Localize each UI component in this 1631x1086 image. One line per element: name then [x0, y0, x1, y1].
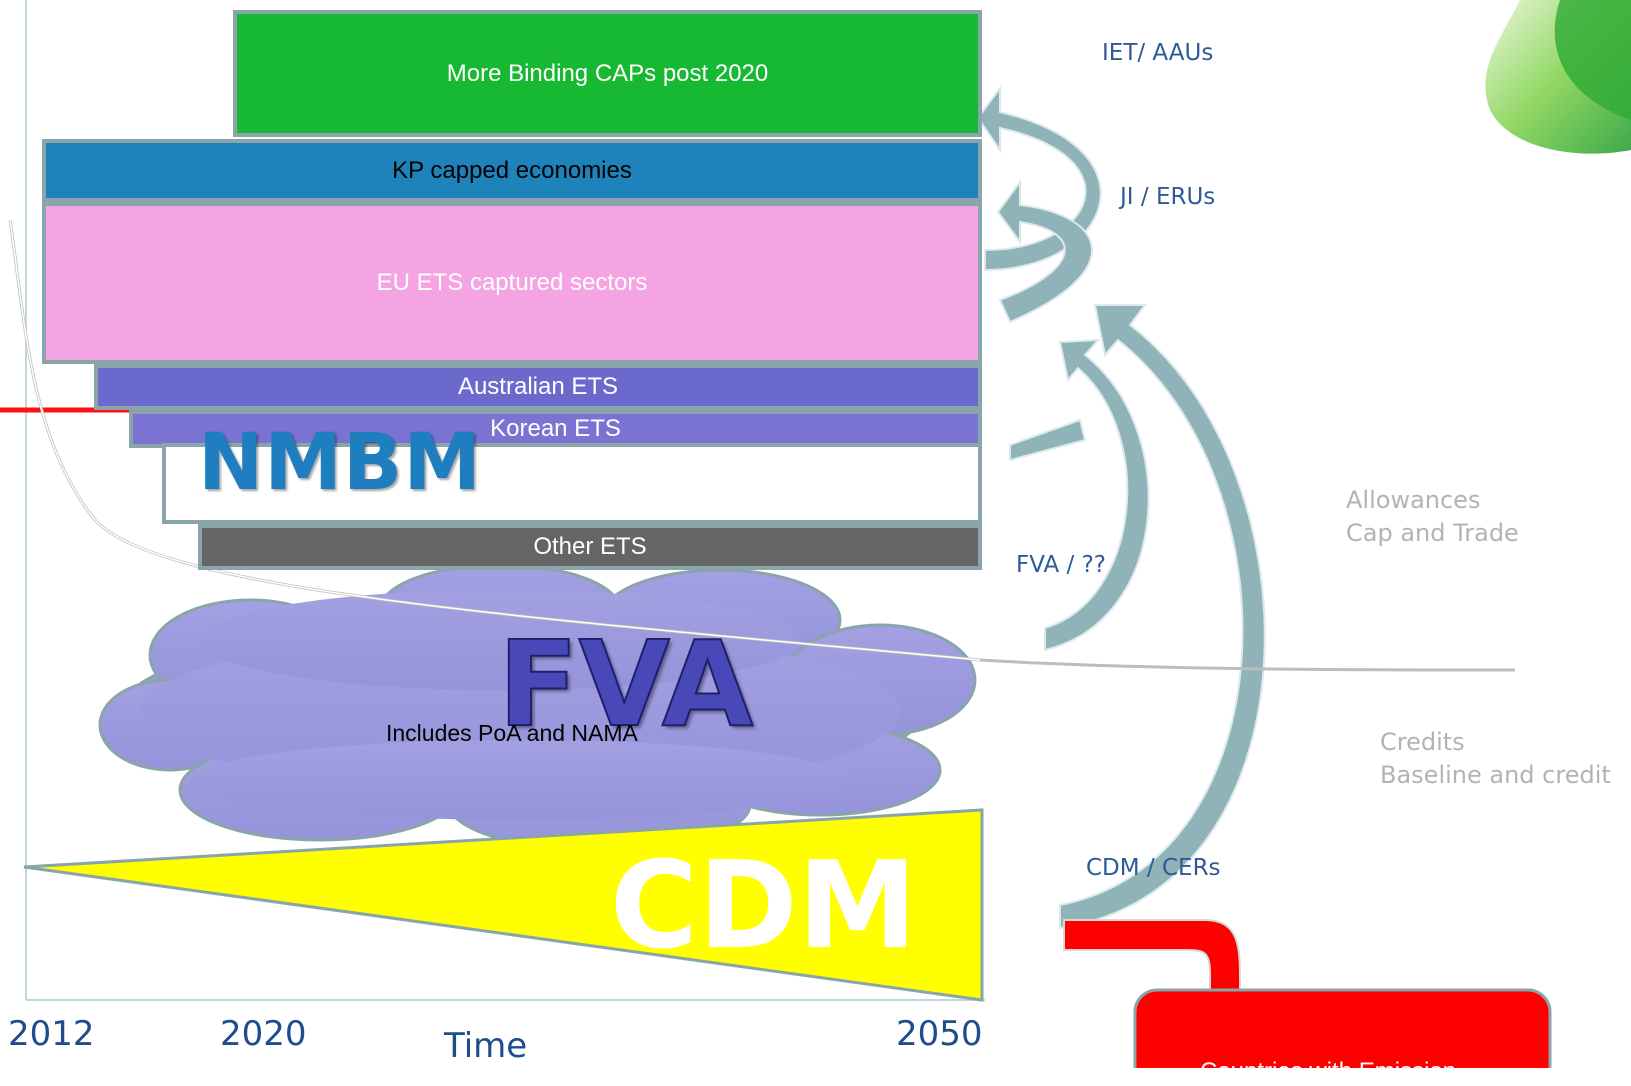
band-kp-capped: KP capped economies [42, 139, 982, 202]
x-tick-2012: 2012 [8, 1014, 95, 1054]
band-other-ets: Other ETS [198, 524, 982, 570]
x-axis-title: Time [444, 1026, 528, 1066]
arrow-fva [1044, 338, 1150, 652]
arrow-low-a [1009, 418, 1087, 462]
fva-cloud [98, 563, 977, 852]
red-box-label: Countries with Emission [1200, 1058, 1457, 1085]
label-fva: FVA / ?? [1016, 552, 1107, 578]
band-nmbm [162, 443, 982, 524]
label-cdm-cers: CDM / CERs [1086, 855, 1221, 881]
band-eu-ets-label: EU ETS captured sectors [376, 269, 648, 296]
band-australian-ets: Australian ETS [94, 364, 982, 410]
cdm-wedge-label: CDM [610, 837, 918, 976]
cdm-wedge [23, 808, 984, 1002]
x-tick-2050: 2050 [896, 1014, 983, 1054]
fva-big-label: FVA [497, 614, 754, 754]
label-ji-erus: JI / ERUs [1120, 184, 1216, 210]
x-tick-2020: 2020 [220, 1014, 307, 1054]
band-other-ets-label: Other ETS [533, 533, 647, 560]
label-iet-aaus: IET/ AAUs [1102, 40, 1214, 66]
fva-cloud-label: Includes PoA and NAMA [386, 720, 638, 746]
allowances-credits-divider-highlight [9, 219, 981, 661]
band-kp-capped-label: KP capped economies [392, 156, 632, 184]
band-australian-ets-label: Australian ETS [457, 373, 619, 400]
leaf-swirl-icon [1554, 0, 1631, 120]
band-more-binding-caps-label: More Binding CAPs post 2020 [446, 59, 769, 87]
arrow-ji [996, 178, 1093, 324]
band-more-binding-caps: More Binding CAPs post 2020 [233, 10, 982, 137]
red-countries-box [1133, 988, 1552, 1068]
credit-flow-arrows [976, 84, 1266, 930]
label-credits: Credits Baseline and credit [1380, 728, 1611, 789]
band-eu-ets: EU ETS captured sectors [42, 202, 982, 364]
nmbm-label: NMBM [198, 418, 482, 508]
label-allowances: Allowances Cap and Trade [1346, 486, 1519, 547]
arrow-cdm [1059, 304, 1266, 930]
band-korean-ets-label: Korean ETS [490, 415, 621, 442]
